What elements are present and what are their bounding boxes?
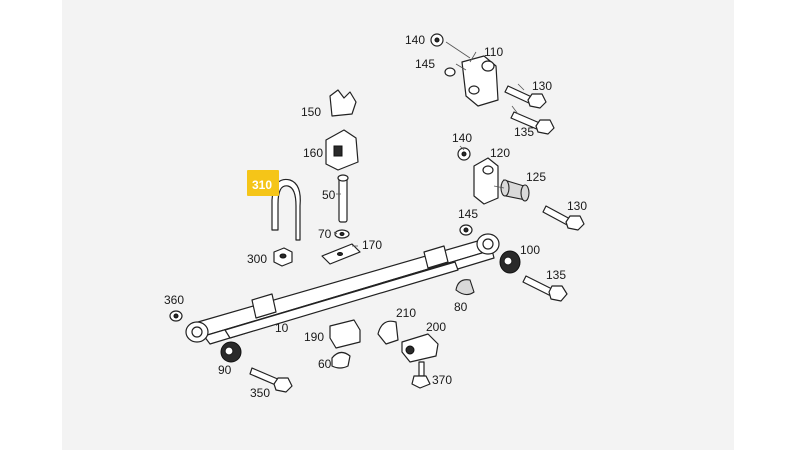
bracket-160-part[interactable] [325,129,359,171]
highlight-box [247,170,279,196]
label-140-mid: 140 [452,131,472,145]
bracket-190-part[interactable] [329,319,361,349]
label-70: 70 [318,227,332,241]
label-170: 170 [362,238,382,252]
bolt-350-part[interactable] [249,367,293,393]
clip-80-part[interactable] [455,279,475,296]
label-50: 50 [322,188,336,202]
label-160: 160 [303,146,323,160]
label-110: 110 [484,45,503,59]
label-120: 120 [490,146,510,160]
leader-lines [333,41,525,247]
clamp-200-part[interactable] [401,333,439,363]
bolt-135-lower-part[interactable] [522,275,568,302]
washer-360-part[interactable] [169,310,183,322]
nut-300-part[interactable] [273,247,293,267]
label-130-mid: 130 [567,199,587,213]
label-145-mid: 145 [458,207,478,221]
bump-stop-150-part[interactable] [329,89,357,117]
bushing-100-part[interactable] [499,250,521,274]
label-145-top: 145 [415,57,435,71]
label-60: 60 [318,357,332,371]
u-bolt-310-part[interactable] [271,178,301,241]
label-80: 80 [454,300,468,314]
pin-50-part[interactable] [337,174,349,223]
washer-145-mid-part[interactable] [459,224,473,236]
washer-70-part[interactable] [334,229,350,239]
label-210: 210 [396,306,416,320]
label-350: 350 [250,386,270,400]
label-130-top: 130 [532,79,552,93]
washer-140-mid-part[interactable] [457,147,471,161]
label-100: 100 [520,243,540,257]
diagram-panel [62,0,734,450]
bolt-130-mid-part[interactable] [542,205,585,231]
bolt-135-top-part[interactable] [510,111,555,135]
rubber-60-part[interactable] [331,351,351,369]
callout-labels: 140 110 145 130 135 150 160 140 120 125 … [164,33,587,400]
clip-210-part[interactable] [377,320,399,345]
washer-140-top-part[interactable] [430,33,444,47]
bolt-130-top-part[interactable] [504,85,547,109]
label-370: 370 [432,373,452,387]
leaf-spring-part[interactable] [185,233,500,345]
pad-170-part[interactable] [321,243,361,265]
label-300: 300 [247,252,267,266]
bushing-125-part[interactable] [500,179,530,202]
washer-145-top-part[interactable] [444,67,456,77]
highlight-callout-310[interactable]: 310 [247,170,279,196]
label-125: 125 [526,170,546,184]
label-200: 200 [426,320,446,334]
bushing-90-part[interactable] [220,341,242,363]
hanger-120-part[interactable] [473,157,499,205]
label-150: 150 [301,105,321,119]
label-135-lower: 135 [546,268,566,282]
screw-370-part[interactable] [411,361,431,389]
label-190: 190 [304,330,324,344]
label-90: 90 [218,363,232,377]
label-135-top: 135 [514,125,534,139]
label-10: 10 [275,321,289,335]
shackle-110-part[interactable] [461,55,499,107]
label-310: 310 [252,178,272,192]
label-360: 360 [164,293,184,307]
label-140-top: 140 [405,33,425,47]
